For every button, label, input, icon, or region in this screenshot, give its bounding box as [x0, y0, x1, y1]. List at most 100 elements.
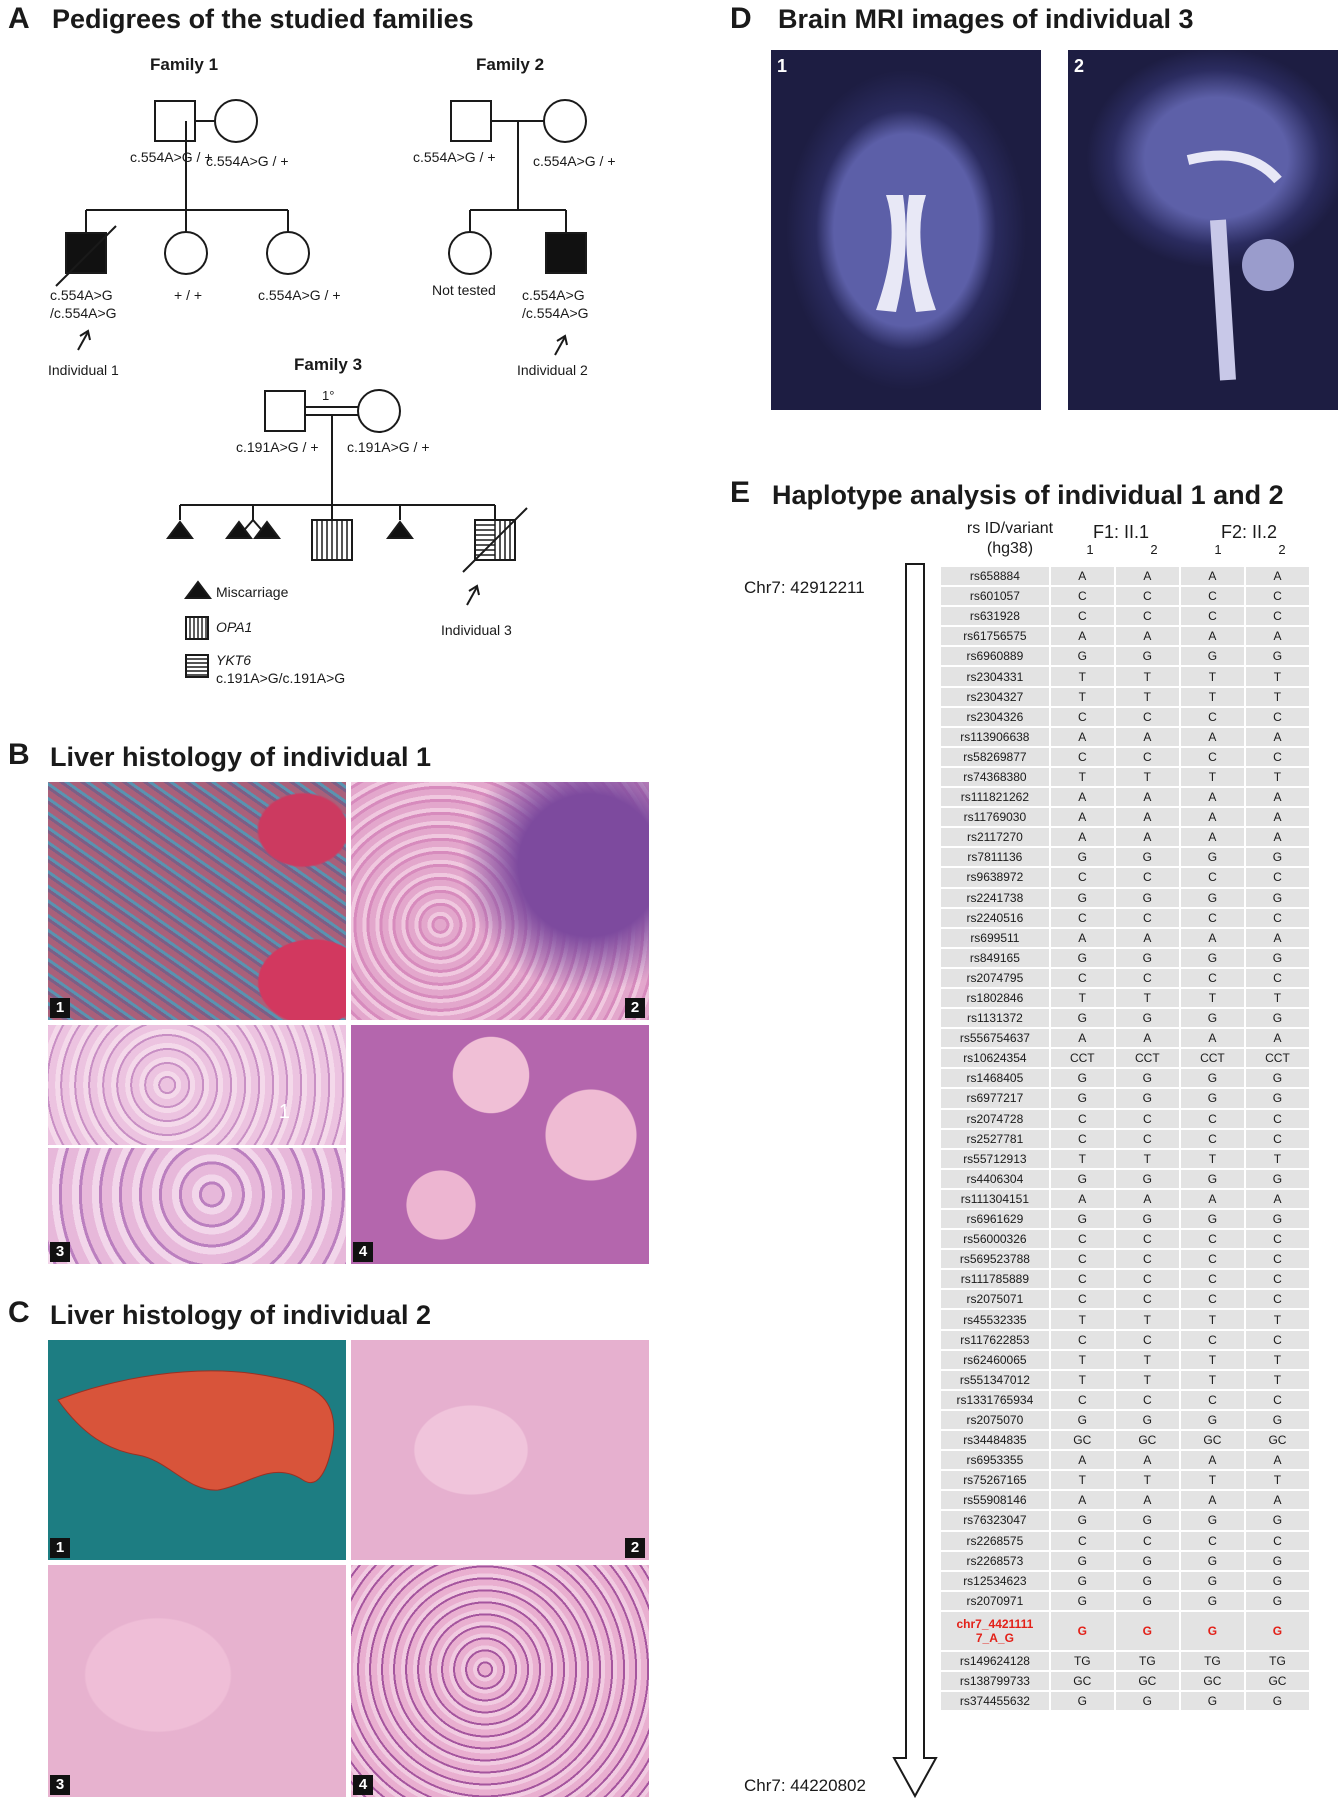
allele-cell: G: [1115, 1089, 1179, 1108]
f2-father-symbol: [450, 100, 492, 142]
allele-cell: A: [1180, 1491, 1244, 1510]
rs-id-cell: rs55908146: [941, 1491, 1049, 1510]
rs-id-cell: rs658884: [941, 567, 1049, 586]
allele-cell: A: [1050, 928, 1114, 947]
allele-cell: T: [1115, 767, 1179, 787]
rs-id-cell: rs2240516: [941, 908, 1049, 927]
allele-cell: G: [1115, 1009, 1179, 1028]
allele-cell: C: [1115, 1290, 1179, 1309]
allele-cell: G: [1180, 1511, 1244, 1530]
allele-cell: T: [1050, 1149, 1114, 1168]
allele-cell: C: [1245, 747, 1309, 766]
allele-cell: C: [1245, 1230, 1309, 1249]
f3-deceased-slash: [462, 507, 528, 573]
allele-cell: C: [1050, 747, 1114, 766]
allele-cell: C: [1115, 1270, 1179, 1289]
allele-cell: GC: [1245, 1431, 1309, 1450]
allele-cell: A: [1115, 567, 1179, 586]
rs-id-line: 7_A_G: [975, 1630, 1014, 1645]
rs-id-cell: rs2074795: [941, 968, 1049, 987]
rs-id-cell: rs45532335: [941, 1310, 1049, 1329]
d1-number: 1: [777, 56, 788, 76]
allele-cell: A: [1115, 1189, 1179, 1208]
f1-child3-symbol: [266, 231, 310, 275]
rs-id-cell: rs1802846: [941, 988, 1049, 1008]
allele-cell: A: [1245, 627, 1309, 646]
allele-cell: CCT: [1180, 1049, 1244, 1068]
b2-number: 2: [625, 998, 645, 1018]
allele-cell: G: [1245, 1169, 1309, 1188]
allele-cell: C: [1115, 607, 1179, 626]
hap-rs-header-2: (hg38): [986, 540, 1034, 557]
rs-id-cell: rs56000326: [941, 1230, 1049, 1249]
f3-miscarriage-1: [166, 520, 194, 539]
allele-cell: C: [1115, 908, 1179, 927]
hap-rs-header-1: rs ID/variant: [966, 520, 1054, 537]
allele-cell: C: [1050, 1290, 1114, 1309]
f3-mother-genotype: c.191A>G / +: [347, 439, 430, 455]
allele-cell: A: [1245, 727, 1309, 746]
f1-deceased-slash: [55, 225, 117, 287]
allele-cell: GC: [1050, 1431, 1114, 1450]
allele-cell: A: [1245, 788, 1309, 807]
allele-cell: G: [1180, 1571, 1244, 1590]
rs-id-cell: rs61756575: [941, 627, 1049, 646]
rs-id-cell: rs849165: [941, 948, 1049, 967]
allele-cell: G: [1115, 888, 1179, 907]
rs-id-cell: rs149624128: [941, 1651, 1049, 1670]
allele-cell: G: [1180, 1410, 1244, 1430]
rs-id-cell: rs2241738: [941, 888, 1049, 907]
f2-proband-arrow: [554, 336, 566, 356]
rs-id-cell: rs2268575: [941, 1531, 1049, 1550]
allele-cell: G: [1245, 1611, 1309, 1650]
legend-miscarriage-label: Miscarriage: [216, 584, 289, 600]
rs-id-cell: rs699511: [941, 928, 1049, 947]
f3-miscarriage-3: [253, 520, 281, 539]
allele-cell: C: [1115, 1330, 1179, 1349]
allele-cell: GC: [1115, 1671, 1179, 1691]
rs-id-cell: rs6953355: [941, 1451, 1049, 1470]
allele-cell: G: [1050, 948, 1114, 967]
allele-cell: A: [1050, 727, 1114, 746]
rs-id-cell: rs2075071: [941, 1290, 1049, 1309]
allele-cell: G: [1050, 1551, 1114, 1570]
f2-proband-label: Individual 2: [517, 362, 588, 378]
legend-miscarriage-symbol: [184, 580, 212, 599]
allele-cell: C: [1245, 1129, 1309, 1148]
rs-id-cell: rs75267165: [941, 1471, 1049, 1490]
allele-cell: T: [1245, 1149, 1309, 1168]
rs-id-cell: rs111785889: [941, 1270, 1049, 1289]
allele-cell: G: [1050, 1009, 1114, 1028]
allele-cell: TG: [1050, 1651, 1114, 1670]
b3-number: 3: [50, 1242, 70, 1262]
allele-cell: TG: [1180, 1651, 1244, 1670]
f1-child2-symbol: [164, 231, 208, 275]
allele-cell: G: [1245, 1571, 1309, 1590]
c3-number: 3: [50, 1775, 70, 1795]
allele-cell: G: [1115, 1410, 1179, 1430]
allele-cell: C: [1115, 1109, 1179, 1128]
allele-cell: T: [1050, 1471, 1114, 1490]
rs-id-cell: rs601057: [941, 587, 1049, 606]
hap-allele-label-1: 1: [1086, 542, 1094, 557]
allele-cell: T: [1050, 988, 1114, 1008]
allele-cell: A: [1180, 828, 1244, 847]
f3-mother-symbol: [357, 389, 401, 433]
allele-cell: T: [1115, 1310, 1179, 1329]
f1-mother-symbol: [214, 99, 258, 143]
